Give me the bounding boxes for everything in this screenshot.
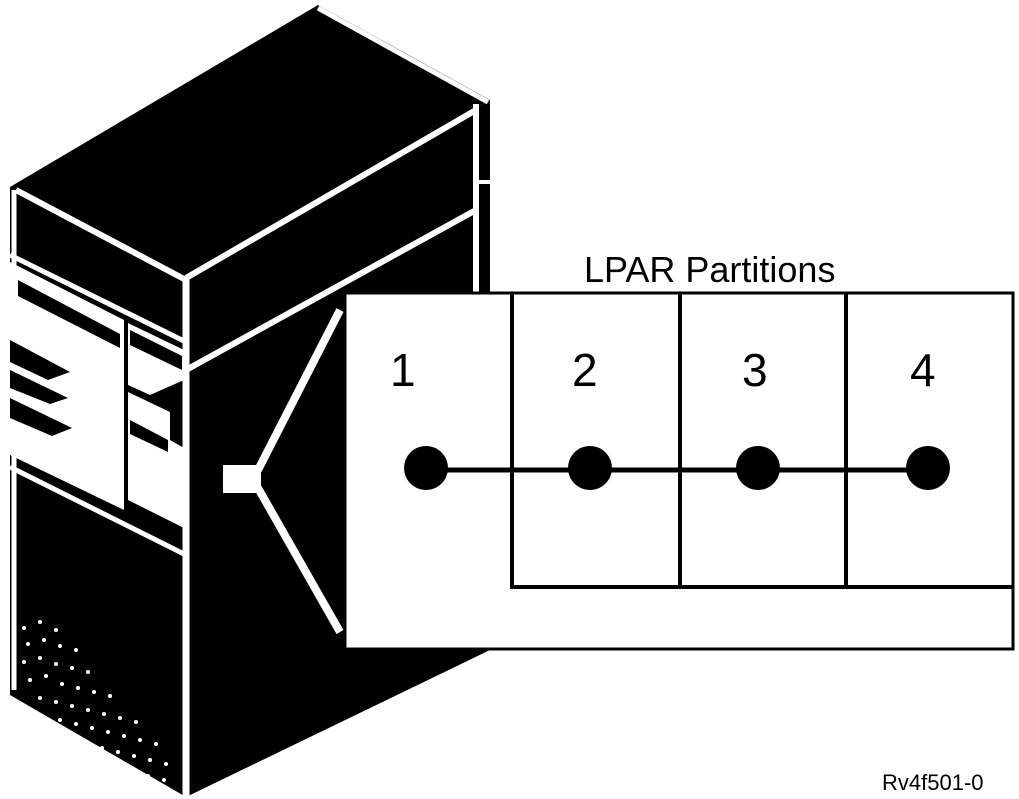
partition-node-2 [568, 446, 612, 490]
cabinet-top-face [10, 5, 490, 278]
connector-port [223, 465, 261, 493]
callout-connector [223, 308, 344, 634]
partition-label-4: 4 [910, 344, 936, 396]
partition-label-3: 3 [742, 344, 768, 396]
partition-panel: 1 2 3 4 [343, 291, 1015, 651]
vent-grille [22, 620, 168, 782]
partition-node-4 [906, 446, 950, 490]
partition-node-1 [404, 446, 448, 490]
diagram-title: LPAR Partitions [584, 249, 835, 290]
figure-code: Rv4f501-0 [882, 770, 984, 795]
partition-label-1: 1 [390, 344, 416, 396]
partition-label-2: 2 [572, 344, 598, 396]
partition-node-3 [736, 446, 780, 490]
drive-bay-slots [10, 280, 182, 452]
